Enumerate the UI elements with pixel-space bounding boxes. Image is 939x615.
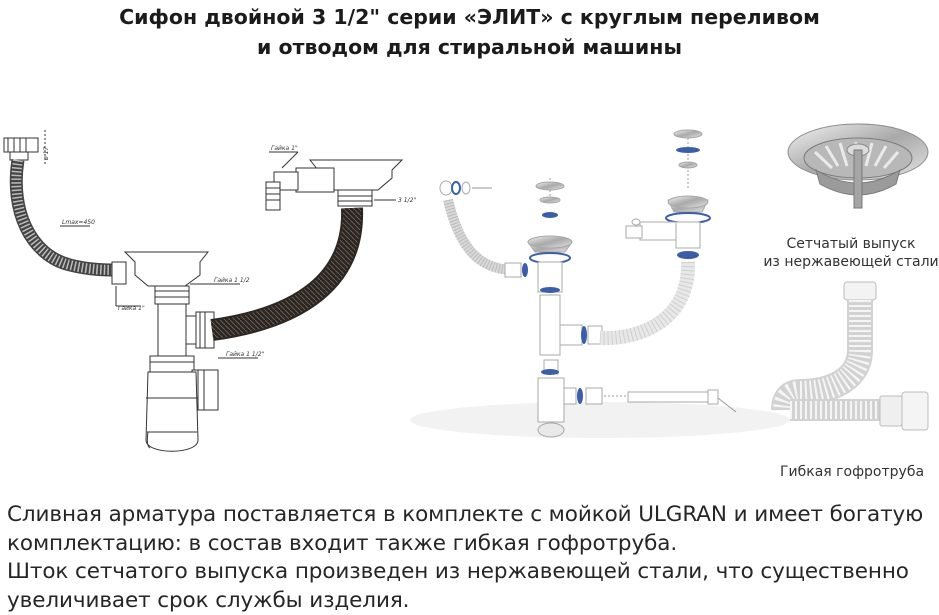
dim-left-label: ø 17 xyxy=(43,147,50,161)
description-line-1: Сливная арматура поставляется в комплект… xyxy=(7,501,939,530)
flexible-hose-photo xyxy=(784,282,928,430)
strainer-caption: Сетчатый выпуск из нержавеющей стали xyxy=(763,235,939,271)
description-line-4: увеличивает срок службы изделия. xyxy=(7,587,939,615)
strainer-caption-line-1: Сетчатый выпуск xyxy=(763,235,939,253)
label-gaika-1-top: Гайка 1" xyxy=(271,145,298,152)
technical-drawing: ø 17 xyxy=(4,130,416,451)
description-text: Сливная арматура поставляется в комплект… xyxy=(7,501,939,615)
label-gaika-1-1-2: Гайка 1 1/2 xyxy=(214,277,250,284)
drawing-left-connector: ø 17 xyxy=(4,130,50,165)
label-pipe-size: 3 1/2" xyxy=(398,197,416,204)
label-hose-length: Lmax=450 xyxy=(62,219,95,226)
label-gaika-1-left: Гайка 1" xyxy=(118,305,145,312)
label-gaika-1-1-2-low: Гайка 1 1/2" xyxy=(226,351,265,358)
description-line-3: Шток сетчатого выпуска произведен из нер… xyxy=(7,558,939,587)
description-line-2: комплектацию: в состав входит также гибк… xyxy=(7,530,939,559)
exploded-view xyxy=(410,130,790,438)
strainer-caption-line-2: из нержавеющей стали xyxy=(763,253,939,271)
strainer-photo xyxy=(788,124,928,208)
hose-caption: Гибкая гофротруба xyxy=(765,463,939,481)
